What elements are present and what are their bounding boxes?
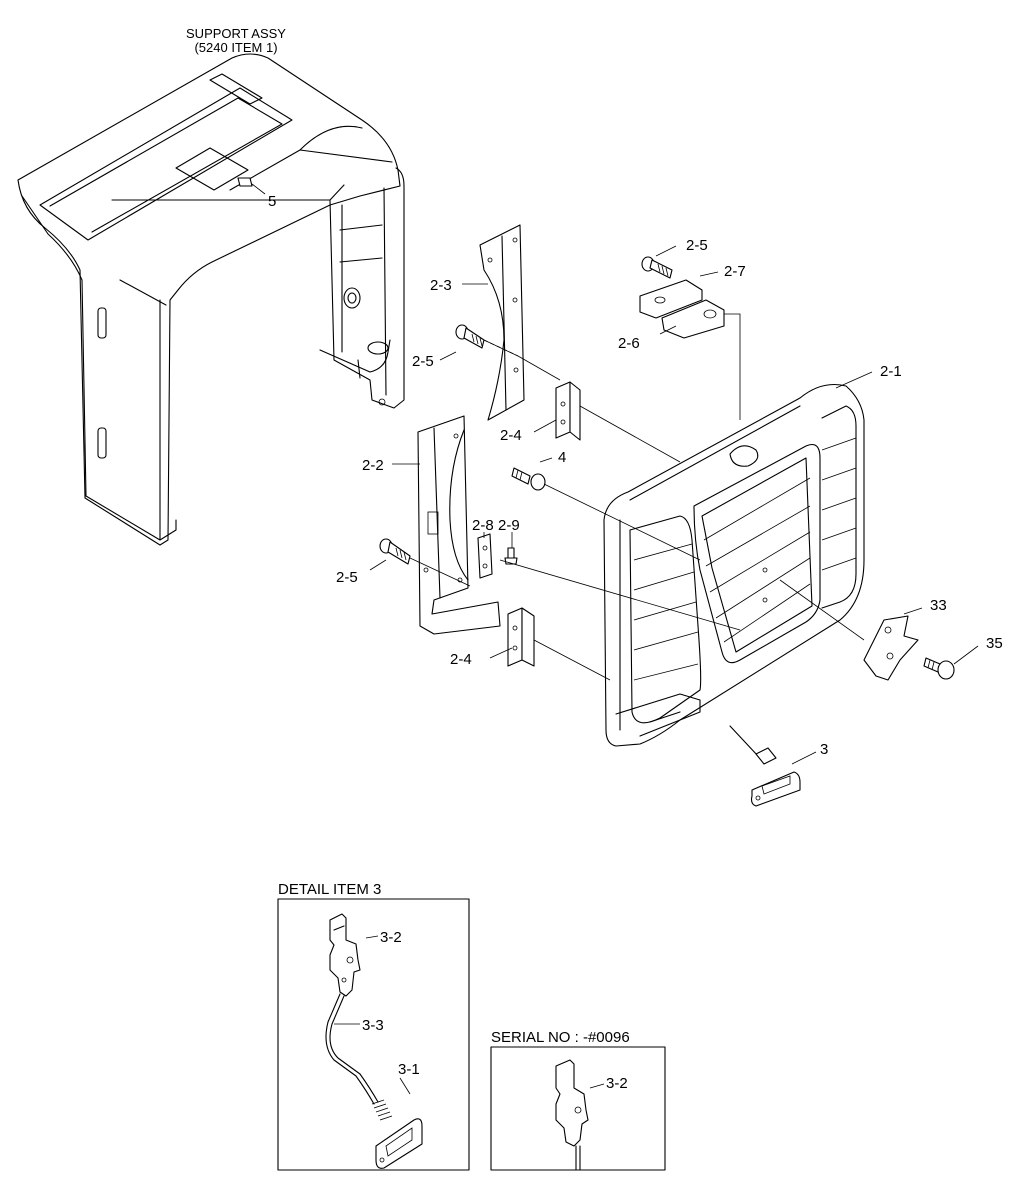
detail-label-3-2: 3-2 (380, 929, 402, 946)
detail-item-3-panel: DETAIL ITEM 3 3-2 3-3 3-1 (277, 881, 470, 1171)
label-2-6: 2-6 (618, 335, 640, 352)
bolt-2-5-left-upper (455, 324, 485, 349)
label-2-3: 2-3 (430, 277, 452, 294)
plate-33 (863, 615, 919, 681)
label-2-9: 2-9 (498, 517, 520, 534)
label-2-5-lower-left: 2-5 (336, 569, 358, 586)
label-2-5-right: 2-5 (686, 237, 708, 254)
label-35: 35 (986, 635, 1003, 652)
serial-no-panel: SERIAL NO : -#0096 3-2 (490, 1029, 666, 1171)
label-3: 3 (820, 741, 828, 758)
serial-title: SERIAL NO : -#0096 (491, 1029, 630, 1046)
bracket-2-3 (479, 224, 525, 421)
detail-label-3-3: 3-3 (362, 1017, 384, 1034)
assembly-guide-lines (409, 313, 865, 681)
latch-3 (729, 725, 801, 807)
detail-label-3-1: 3-1 (398, 1061, 420, 1078)
label-2-4-lower: 2-4 (450, 651, 472, 668)
bolt-2-5-left-lower (379, 538, 411, 565)
clip-2-4-upper (555, 381, 581, 441)
support-assy (17, 53, 405, 546)
bolt-4 (511, 467, 546, 491)
bracket-2-7 (639, 279, 703, 319)
detail-title: DETAIL ITEM 3 (278, 881, 381, 898)
label-2-2: 2-2 (362, 457, 384, 474)
header-line-2: (5240 ITEM 1) (194, 40, 277, 55)
label-2-1: 2-1 (880, 363, 902, 380)
header-line-1: SUPPORT ASSY (186, 26, 286, 41)
clip-2-4-lower (507, 607, 535, 667)
bracket-2-2 (417, 415, 501, 635)
label-leaders (369, 245, 979, 765)
grille-2-1 (603, 383, 865, 747)
bolt-2-5-right (641, 256, 673, 279)
label-2-7: 2-7 (724, 263, 746, 280)
label-5: 5 (268, 193, 276, 210)
label-33: 33 (930, 597, 947, 614)
plate-2-8 (477, 533, 493, 579)
serial-label-3-2: 3-2 (606, 1075, 628, 1092)
label-2-4-upper: 2-4 (500, 427, 522, 444)
label-4: 4 (558, 449, 566, 466)
label-2-5-upper-left: 2-5 (412, 353, 434, 370)
label-2-8: 2-8 (472, 517, 494, 534)
bolt-35 (923, 657, 955, 680)
bracket-2-6 (661, 299, 725, 339)
